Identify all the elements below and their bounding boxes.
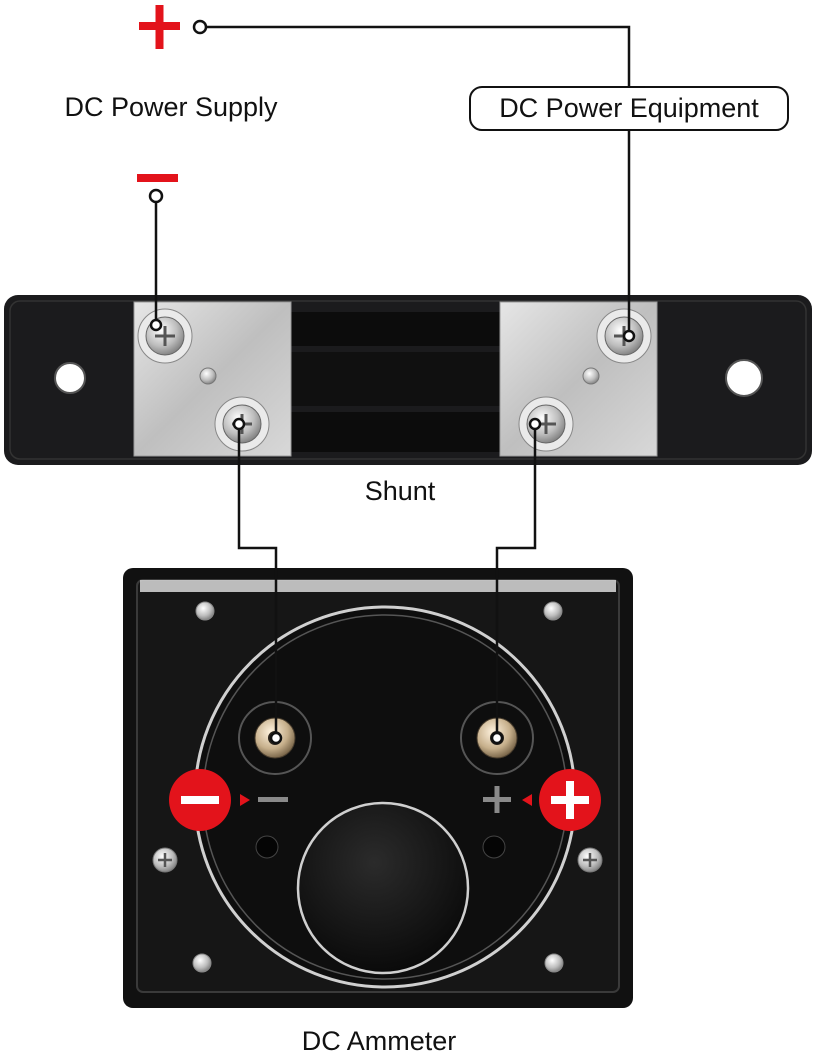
- shunt: [4, 295, 812, 465]
- mounting-hole-left: [54, 362, 86, 394]
- wire-end-dots: [149, 318, 636, 745]
- power-equipment-label: DC Power Equipment: [499, 93, 759, 123]
- polarity-badge-plus-icon: [522, 769, 601, 831]
- screw-icon: [577, 847, 603, 873]
- plus-sign-icon: [139, 5, 180, 49]
- ammeter-label: DC Ammeter: [302, 1026, 457, 1054]
- screw-icon: [152, 847, 178, 873]
- shunt-label: Shunt: [365, 476, 436, 506]
- minus-sign-icon: [137, 174, 178, 182]
- screw-icon: [192, 953, 212, 973]
- screw-icon: [543, 601, 563, 621]
- mounting-hole-right: [725, 359, 763, 397]
- meter-knob: [296, 801, 470, 975]
- wire-shunt-to-ammeter-negative: [237, 424, 278, 738]
- wire-positive-to-equipment: [206, 25, 631, 87]
- power-supply-label: DC Power Supply: [64, 92, 278, 122]
- negative-terminal-node: [148, 188, 164, 204]
- screw-icon: [137, 308, 193, 364]
- ammeter: [123, 568, 633, 1008]
- wires: [154, 25, 631, 738]
- screw-icon: [544, 953, 564, 973]
- screw-icon: [518, 396, 574, 452]
- polarity-badge-minus-icon: [169, 769, 250, 831]
- embossed-minus-sign: [258, 797, 288, 802]
- screw-icon: [195, 601, 215, 621]
- wire-shunt-to-ammeter-positive: [495, 424, 537, 738]
- embossed-plus-sign: [483, 786, 511, 813]
- positive-terminal-node: [192, 19, 208, 35]
